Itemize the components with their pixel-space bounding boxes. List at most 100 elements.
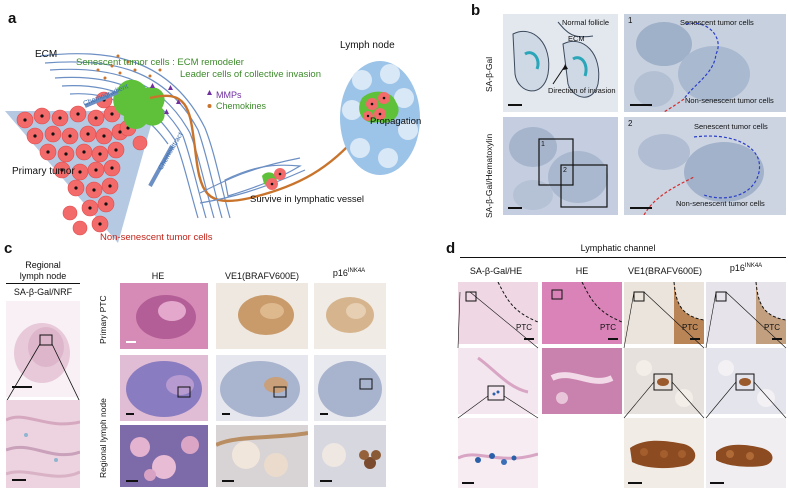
b-normal-follicle-label: Normal follicle	[562, 18, 610, 27]
d-col-he: HE	[575, 266, 589, 276]
b-tile2-num: 2	[628, 119, 633, 128]
b-box1-label: 1	[541, 141, 545, 148]
c-regional-title-1: Regional	[25, 260, 61, 270]
b-scalebar-1	[508, 104, 522, 106]
a-propagation-label: Propagation	[370, 116, 422, 127]
c-scalebar-7	[126, 480, 138, 482]
c-row-regional: Regional lymph node	[98, 398, 108, 478]
lymph-node-follicles	[342, 64, 418, 168]
panel-a-schematic	[5, 53, 420, 243]
senescent-cells	[113, 79, 165, 130]
a-senescent-line2: Leader cells of collective invasion	[180, 69, 321, 80]
b-tile1-top: Senescent tumor cells	[680, 18, 754, 27]
d-ve1-ptc: PTC	[682, 323, 698, 332]
d-ve1-zoom	[624, 418, 704, 488]
b-tile1-num: 1	[628, 16, 633, 25]
b-tile-1	[624, 14, 786, 112]
d-scalebar-7	[710, 482, 724, 484]
chemokine-dots	[96, 54, 162, 80]
b-scalebar-2	[630, 104, 652, 106]
d-scalebar-6	[628, 482, 642, 484]
d-sa-overview	[458, 282, 538, 344]
d-scalebar-5	[462, 482, 474, 484]
d-sa-mid	[458, 348, 538, 414]
b-ecm-label: ECM	[568, 34, 585, 43]
d-sa-zoom	[458, 418, 538, 488]
chemoattract-arrow	[148, 145, 174, 187]
panel-a-letter: a	[8, 10, 17, 27]
c-node-ve1	[216, 355, 308, 421]
d-p16-zoom	[706, 418, 786, 488]
a-chemokines-label: Chemokines	[216, 101, 267, 111]
d-col-p16-base: p16	[729, 263, 745, 273]
d-zoom-lines	[457, 291, 787, 419]
b-scalebar-4	[630, 207, 652, 209]
a-ecm-label: ECM	[35, 49, 58, 60]
c-zoom-he	[120, 425, 208, 487]
c-stain-label: SA-β-Gal/NRF	[13, 287, 73, 297]
d-scalebar-1	[524, 338, 534, 340]
c-scalebar-9	[320, 480, 332, 482]
panel-b-letter: b	[471, 2, 481, 19]
a-primary-tumor-label: Primary tumor	[12, 166, 75, 177]
b-box2-label: 2	[563, 167, 567, 174]
b-tile1-bottom: Non-senescent tumor cells	[685, 96, 774, 105]
c-primary-p16	[314, 283, 386, 349]
d-col-ve1: VE1(BRAFV600E)	[627, 266, 703, 276]
c-primary-he	[120, 283, 208, 349]
c-scalebar-1	[12, 386, 32, 388]
lymph-node-tumor	[359, 91, 399, 123]
mmp-triangles	[150, 83, 181, 114]
b-tile-sa-gal-hema	[503, 117, 618, 215]
chemokines-legend-marker	[207, 104, 212, 108]
c-title-underline	[6, 283, 80, 284]
d-ve1-mid	[624, 348, 704, 414]
b-tile-sa-gal	[503, 14, 618, 112]
c-zoom-p16	[314, 425, 386, 487]
d-scalebar-2	[608, 338, 618, 340]
d-p16-overview	[706, 282, 786, 344]
d-title-underline	[460, 257, 786, 258]
d-scalebar-3	[690, 338, 700, 340]
panel-c-letter: c	[4, 240, 13, 257]
d-ve1-overview	[624, 282, 704, 344]
c-scalebar-8	[222, 480, 234, 482]
d-col-sa: SA-β-Gal/HE	[469, 266, 523, 276]
lymphatic-vessel	[224, 164, 302, 197]
c-scalebar-3	[126, 341, 136, 343]
b-scalebar-3	[508, 207, 522, 209]
c-col-ve1: VE1(BRAFV600E)	[224, 271, 300, 281]
c-zoom-ve1	[216, 425, 308, 487]
ecm-fibers	[39, 53, 231, 219]
d-p16-ptc: PTC	[764, 323, 780, 332]
mmps-legend-marker	[207, 90, 212, 95]
panel-a-diagram	[0, 18, 460, 253]
b-tile2-top: Senescent tumor cells	[694, 122, 768, 131]
c-node-p16	[314, 355, 386, 421]
c-scalebar-2	[12, 479, 26, 481]
a-lymph-node-label: Lymph node	[340, 40, 395, 51]
c-node-zoom	[6, 400, 80, 488]
d-col-p16: p16INK4A	[706, 263, 786, 273]
panel-d-letter: d	[446, 240, 456, 257]
d-he-overview	[542, 282, 622, 344]
d-he-mid	[542, 348, 622, 414]
c-col-p16-sup: INK4A	[347, 268, 366, 274]
a-survive-label: Survive in lymphatic vessel	[250, 194, 365, 205]
b-row1-label: SA-β-Gal	[484, 56, 494, 92]
d-he-ptc: PTC	[600, 323, 616, 332]
c-scalebar-6	[320, 413, 328, 415]
c-scalebar-5	[222, 413, 230, 415]
d-col-p16-sup: INK4A	[744, 263, 763, 269]
c-col-p16-base: p16	[332, 268, 348, 278]
a-non-senescent-label: Non-senescent tumor cells	[100, 232, 213, 243]
c-regional-title-2: lymph node	[19, 271, 67, 281]
vessel-cells	[262, 168, 286, 190]
c-primary-ve1	[216, 283, 308, 349]
c-node-he	[120, 355, 208, 421]
c-col-p16: p16INK4A	[312, 268, 386, 278]
c-row-primary: Primary PTC	[98, 295, 108, 344]
a-senescent-line1: Senescent tumor cells : ECM remodeler	[76, 57, 244, 68]
cell-nuclei	[23, 96, 138, 226]
invasion-path-arrow	[149, 94, 361, 203]
